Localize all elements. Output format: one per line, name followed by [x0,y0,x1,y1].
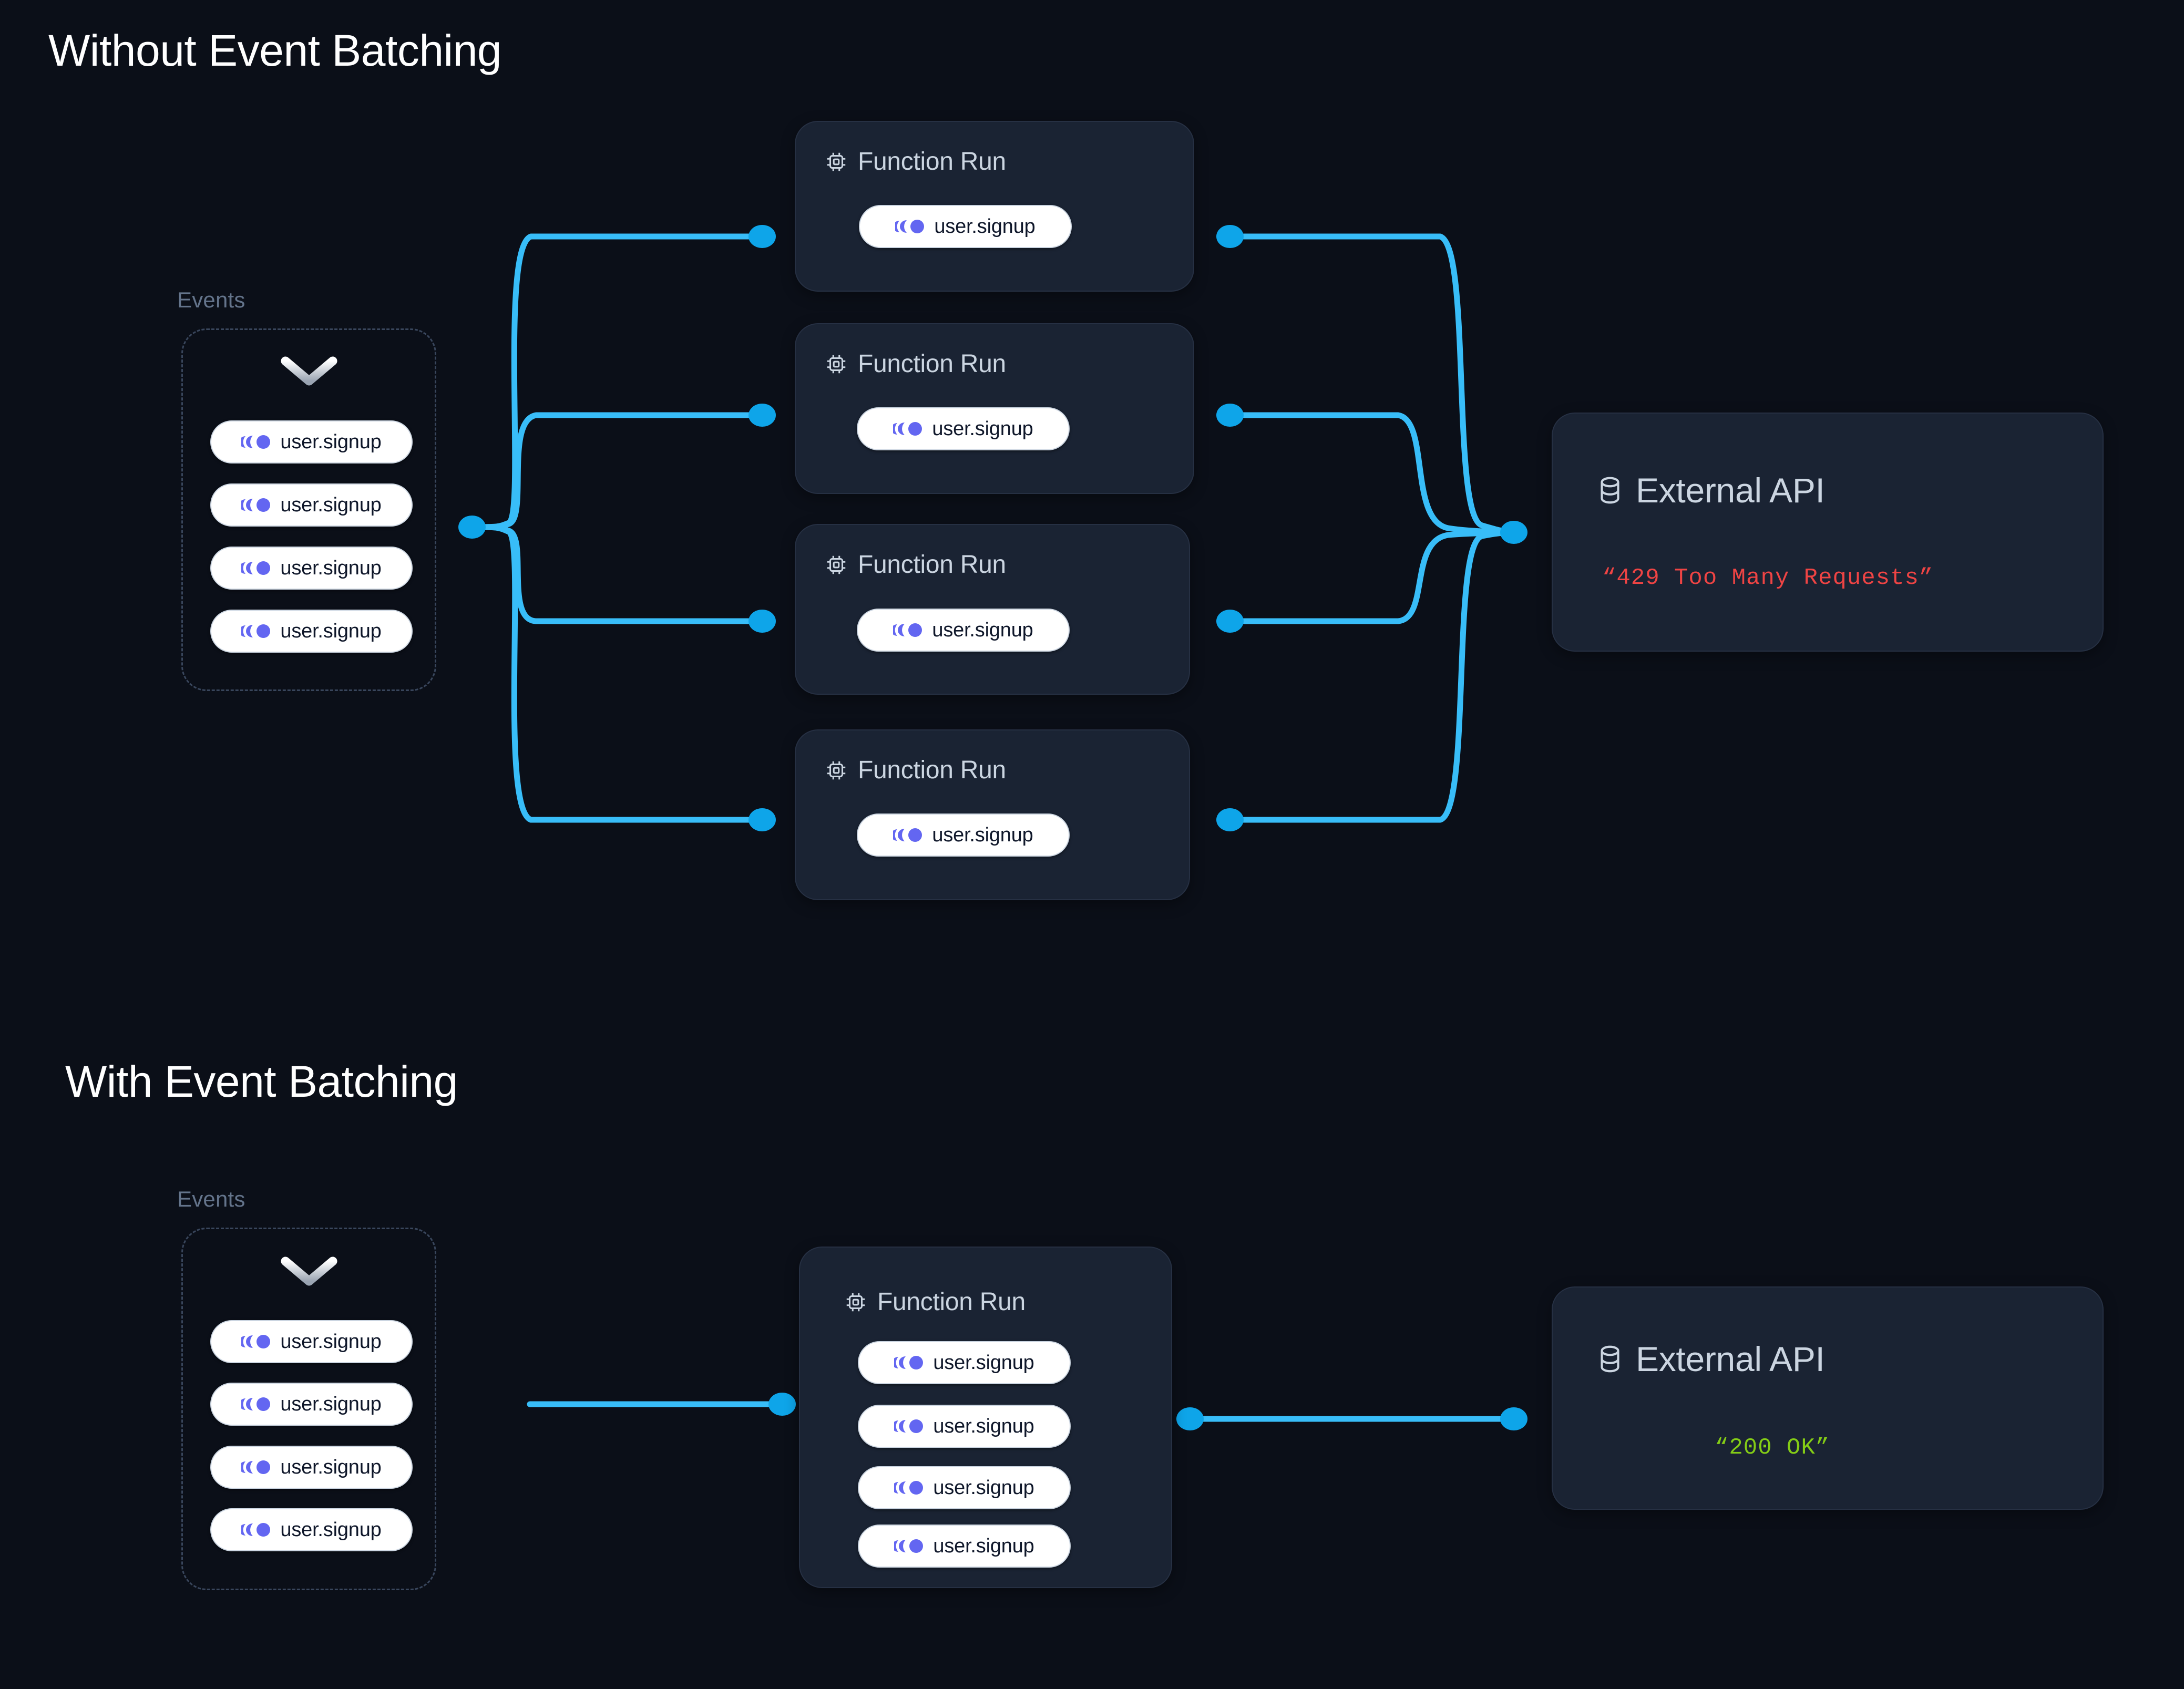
event-pill-label: user.signup [280,1330,382,1353]
section-title-with-batching: With Event Batching [65,1057,458,1106]
event-pill-label: user.signup [933,1415,1034,1437]
event-pill-label: user.signup [280,493,382,516]
event-broadcast-icon [895,220,925,233]
function-run-header: Function Run [824,147,1006,176]
event-pill[interactable]: user.signup [210,610,413,653]
event-broadcast-icon [241,498,271,512]
function-run-title: Function Run [858,756,1006,784]
event-pill[interactable]: user.signup [858,1525,1071,1568]
event-pill-label: user.signup [933,1351,1034,1374]
event-broadcast-icon [241,1335,271,1348]
event-broadcast-icon [894,1539,924,1553]
event-pill[interactable]: user.signup [210,547,413,590]
event-broadcast-icon [894,1419,924,1433]
function-run-header: Function Run [824,349,1006,378]
function-run-header: Function Run [824,756,1006,785]
event-pill-label: user.signup [933,1476,1034,1499]
api-status-badge: “429 Too Many Requests” [1602,565,1934,591]
event-broadcast-icon [241,1523,271,1537]
function-run-title: Function Run [877,1288,1026,1316]
event-broadcast-icon [241,561,271,575]
event-broadcast-icon [893,828,922,842]
event-pill[interactable]: user.signup [210,1320,413,1363]
cpu-chip-icon [846,1293,865,1311]
event-pill[interactable]: user.signup [858,1405,1071,1448]
cpu-chip-icon [827,761,846,779]
event-broadcast-icon [894,1481,924,1495]
event-pill[interactable]: user.signup [210,483,413,527]
event-pill-label: user.signup [280,1456,382,1478]
events-caption-with: Events [177,1187,245,1211]
event-pill[interactable]: user.signup [857,407,1070,450]
event-pill[interactable]: user.signup [857,609,1070,652]
event-broadcast-icon [241,624,271,638]
cpu-chip-icon [827,152,846,171]
event-pill-label: user.signup [933,1534,1034,1557]
event-pill[interactable]: user.signup [210,420,413,464]
event-pill[interactable]: user.signup [210,1383,413,1426]
cpu-chip-icon [827,555,846,574]
event-pill[interactable]: user.signup [858,1341,1071,1384]
section-title-without-batching: Without Event Batching [48,26,502,75]
chevron-down-icon [280,1255,338,1288]
database-cylinder-icon [1601,477,1619,504]
api-status-badge: “200 OK” [1715,1435,1830,1461]
event-pill-label: user.signup [280,1393,382,1415]
event-broadcast-icon [893,422,922,436]
event-pill-label: user.signup [934,215,1035,238]
function-run-title: Function Run [858,148,1006,176]
event-broadcast-icon [894,1356,924,1369]
chevron-down-icon [280,355,338,387]
event-pill[interactable]: user.signup [857,813,1070,857]
database-cylinder-icon [1601,1345,1619,1373]
event-pill-label: user.signup [932,823,1033,846]
external-api-card[interactable] [1552,413,2104,652]
event-broadcast-icon [241,435,271,449]
event-pill[interactable]: user.signup [210,1446,413,1489]
event-pill[interactable]: user.signup [210,1508,413,1551]
function-run-header: Function Run [824,550,1006,579]
external-api-card[interactable] [1552,1286,2104,1510]
function-run-title: Function Run [858,551,1006,579]
event-broadcast-icon [241,1460,271,1474]
external-api-title: External API [1636,471,1825,510]
event-pill-label: user.signup [932,417,1033,440]
external-api-header: External API [1594,470,1825,510]
external-api-header: External API [1594,1339,1825,1379]
event-pill[interactable]: user.signup [859,205,1072,248]
function-run-title: Function Run [858,350,1006,378]
event-pill-label: user.signup [932,619,1033,641]
event-broadcast-icon [241,1397,271,1411]
events-caption-without: Events [177,287,245,312]
function-run-header: Function Run [844,1288,1026,1316]
event-pill-label: user.signup [280,557,382,579]
events-container-without [181,328,436,691]
event-pill-label: user.signup [280,430,382,453]
events-container-with [181,1228,436,1590]
external-api-title: External API [1636,1340,1825,1378]
event-pill[interactable]: user.signup [858,1466,1071,1509]
cpu-chip-icon [827,355,846,373]
event-pill-label: user.signup [280,620,382,642]
event-broadcast-icon [893,623,922,637]
event-pill-label: user.signup [280,1518,382,1541]
